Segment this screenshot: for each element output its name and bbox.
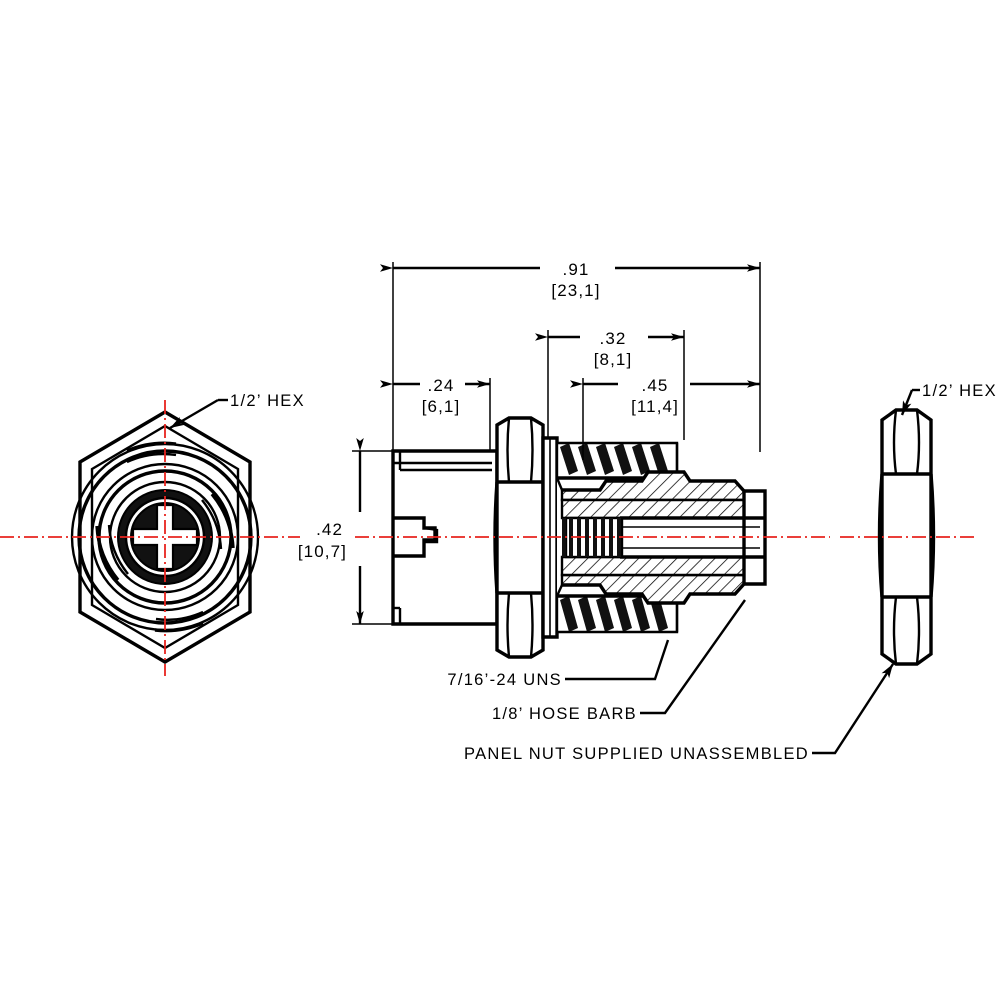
barb-profile-top (562, 470, 746, 493)
hex-chamfer-tr (529, 417, 534, 483)
bayonet-slot-inner (422, 518, 439, 556)
hex-left-leader (169, 398, 219, 430)
barb-lower-hatch-2 (560, 555, 746, 577)
barb-tip (742, 489, 767, 586)
hex-chamfer-br (529, 592, 534, 658)
dim-value-91: .91 (563, 260, 590, 279)
hex-right-leader (900, 389, 914, 416)
panel-nut-leader (812, 663, 895, 755)
dimension-thread-length: .32 [8,1] (535, 329, 685, 440)
dim-metric-32: [8,1] (594, 350, 633, 369)
callout-panel-nut: PANEL NUT SUPPLIED UNASSEMBLED (464, 745, 809, 763)
dim-value-32: .32 (600, 329, 627, 348)
callout-thread-spec: 7/16’-24 UNS (447, 671, 562, 689)
internal-thread-teeth-2 (562, 518, 566, 557)
dimension-barb-length: .45 [11,4] (570, 376, 760, 460)
dim-metric-45: [11,4] (631, 397, 679, 416)
dim-value-45: .45 (642, 376, 669, 395)
dim-value-24: .24 (428, 376, 455, 395)
callout-set: 7/16’-24 UNS 1/8’ HOSE BARB PANEL NUT SU… (447, 599, 895, 763)
barb-shoulder-top (555, 477, 564, 491)
dimension-overall-length: .91 [23,1] (380, 260, 761, 452)
panel-nut-barrel-left (877, 473, 884, 598)
dimension-hex-height: .42 [10,7] (298, 438, 396, 625)
hex-chamfer-bl (506, 592, 511, 658)
hex-chamfer-tl (506, 417, 511, 483)
dimension-body-length: .24 [6,1] (380, 376, 491, 452)
panel-nut-chamfer-bl (892, 596, 898, 665)
panel-nut-barrel-right (929, 473, 936, 598)
hex-barrel-left (493, 481, 499, 594)
panel-nut-chamfer-br (915, 596, 921, 665)
thread-spec-leader (565, 639, 670, 681)
center-section-view (355, 416, 830, 659)
callout-hose-barb: 1/8’ HOSE BARB (492, 705, 637, 723)
hex-knurl-marks (95, 441, 235, 633)
barb-upper-hatch-2 (560, 498, 746, 520)
callout-hex-right: 1/2’ HEX (922, 382, 997, 400)
left-end-view: 1/2’ HEX (0, 392, 305, 676)
dim-metric-24: [6,1] (422, 397, 461, 416)
panel-nut-chamfer-tr (915, 409, 921, 475)
right-nut-view: 1/2’ HEX (840, 382, 997, 666)
panel-nut-chamfer-tl (892, 409, 898, 475)
hose-barb-section (560, 470, 767, 605)
barb-profile-bottom (562, 582, 746, 605)
callout-hex-left: 1/2’ HEX (230, 392, 305, 410)
barb-shoulder-bottom (555, 584, 564, 597)
cross-valve-feature (131, 503, 199, 571)
dim-metric-91: [23,1] (551, 281, 600, 300)
dimension-set: .91 [23,1] .24 [6,1] .32 [8,1] .45 [11,4 (298, 260, 761, 625)
dim-metric-42: [10,7] (298, 542, 347, 561)
dim-value-42: .42 (316, 520, 343, 539)
hose-barb-leader (640, 599, 746, 715)
